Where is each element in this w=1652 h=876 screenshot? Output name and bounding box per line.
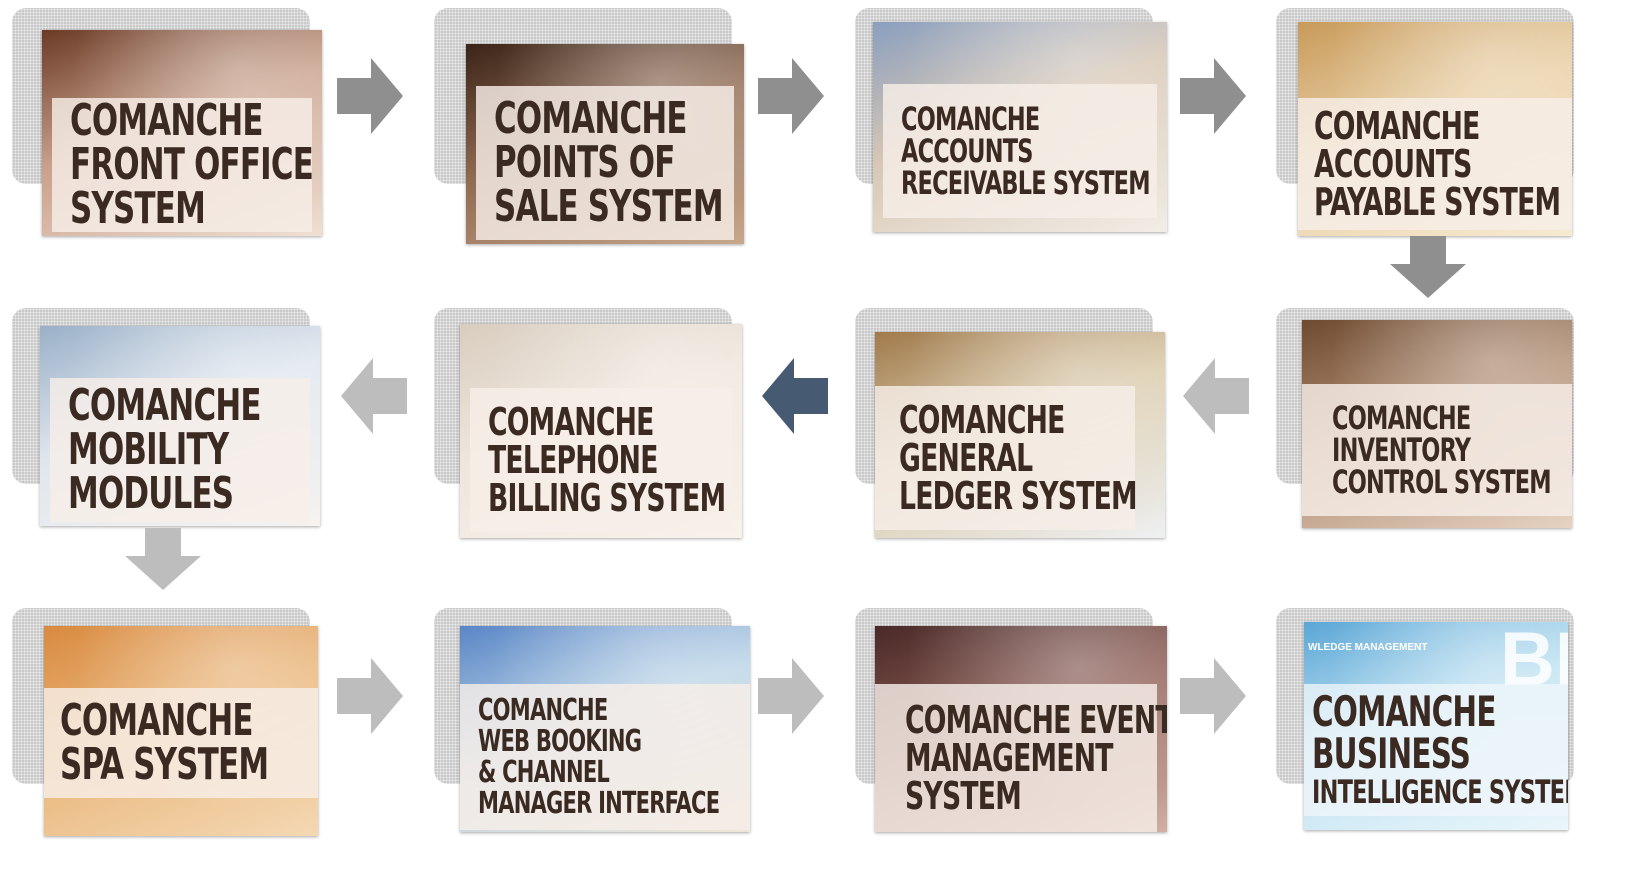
arrow-right-icon bbox=[758, 58, 824, 134]
arrow-right-icon bbox=[337, 658, 403, 734]
arrow-left-icon bbox=[341, 358, 407, 434]
arrow-right-icon bbox=[1180, 658, 1246, 734]
arrow-down-icon bbox=[1390, 236, 1466, 298]
arrow-right-icon bbox=[1180, 58, 1246, 134]
arrow-left-icon bbox=[1183, 358, 1249, 434]
arrow-right-icon bbox=[337, 58, 403, 134]
bi-tag: WLEDGE MANAGEMENT bbox=[1308, 642, 1428, 653]
arrow-down-icon bbox=[125, 528, 201, 590]
arrow-left-icon bbox=[762, 358, 828, 434]
arrow-right-icon bbox=[758, 658, 824, 734]
